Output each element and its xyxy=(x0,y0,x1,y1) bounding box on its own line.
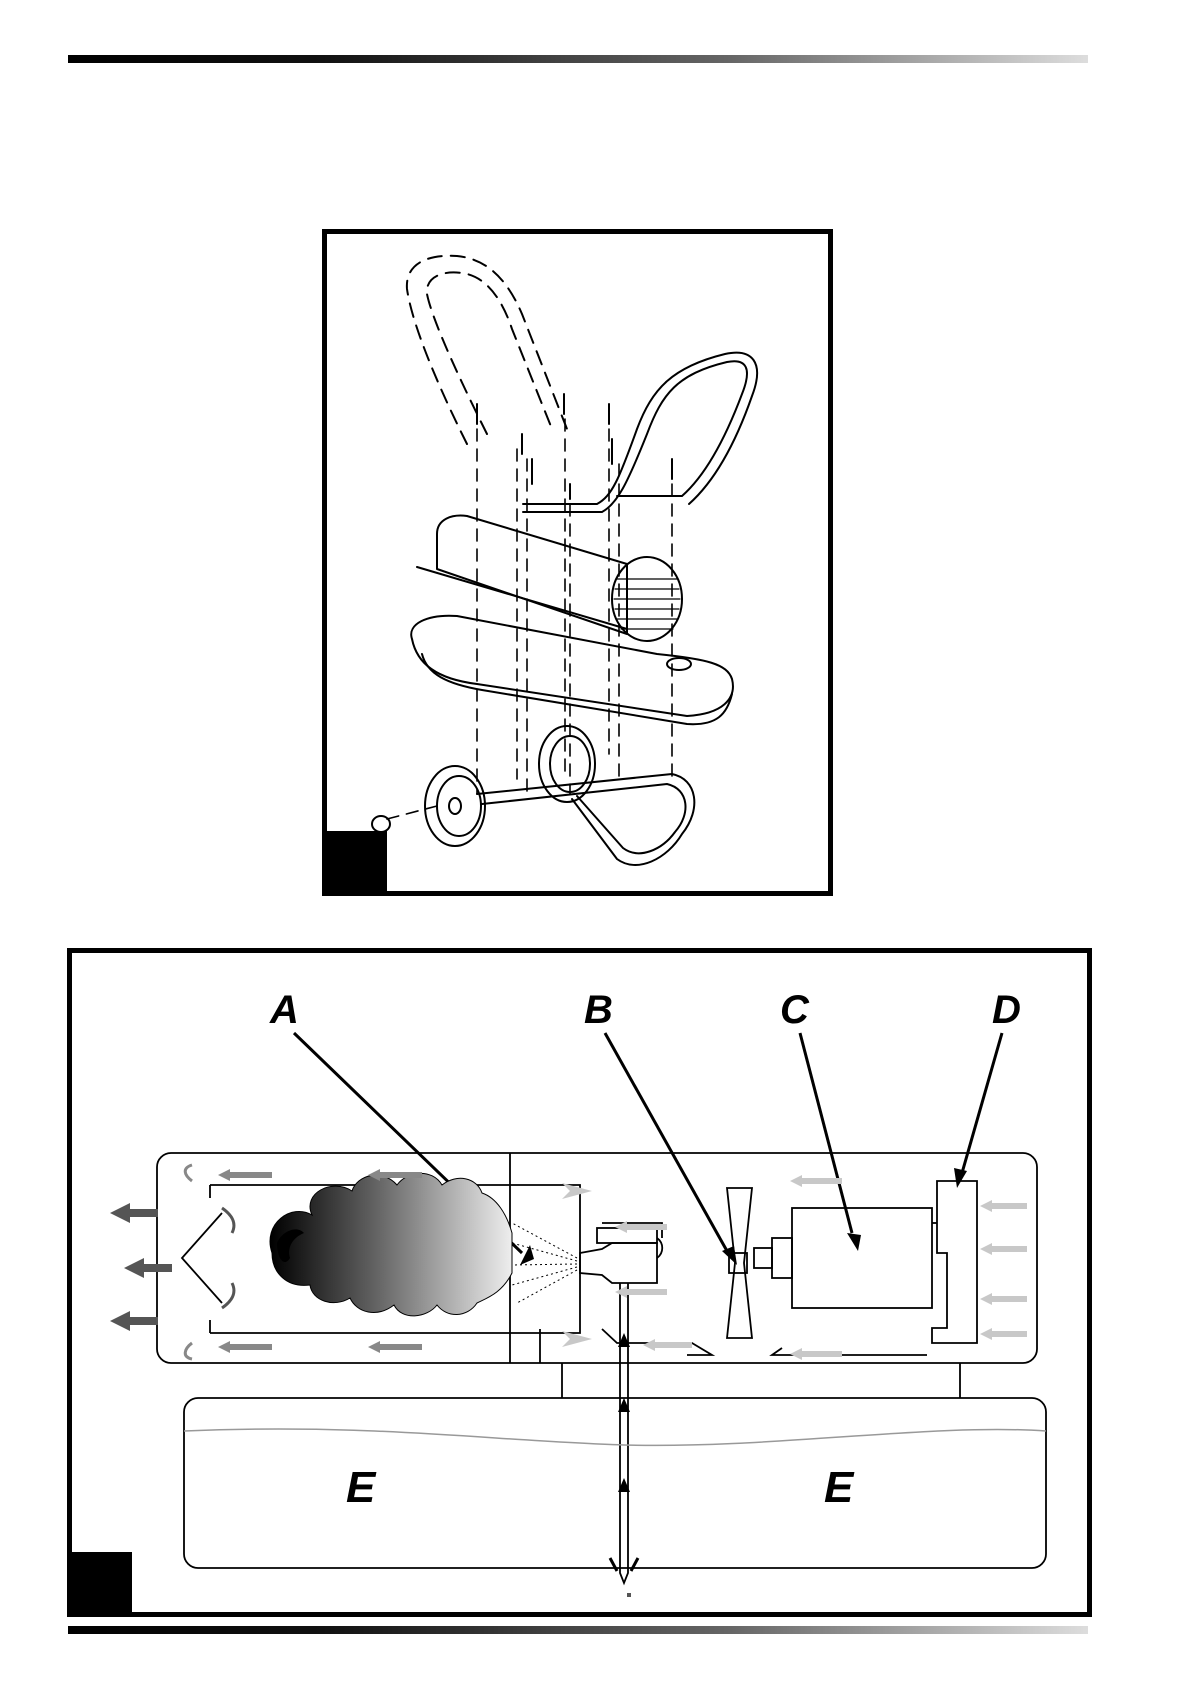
arrowhead-c xyxy=(847,1233,861,1251)
arrowhead-d xyxy=(954,1168,967,1188)
assembly-drawing xyxy=(327,234,828,891)
assembly-figure xyxy=(322,229,833,896)
figure-number-tab xyxy=(327,831,387,891)
fuel-level xyxy=(184,1429,1046,1445)
handle-ghost-inner xyxy=(427,272,552,434)
motor xyxy=(792,1208,932,1308)
control-box xyxy=(932,1181,977,1343)
label-c: C xyxy=(780,988,810,1032)
leader-d xyxy=(962,1033,1002,1173)
label-d: D xyxy=(992,988,1021,1032)
label-b: B xyxy=(584,988,613,1032)
figure-number-tab xyxy=(72,1552,132,1612)
heater-cutaway-diagram: A B C D E E xyxy=(72,953,1087,1612)
fuel-tank xyxy=(411,616,733,716)
heater-cutaway-figure: A B C D E E xyxy=(67,948,1092,1617)
label-e-left: E xyxy=(346,1463,377,1512)
wheel-frame xyxy=(477,774,694,865)
footer-rule xyxy=(68,1626,1088,1634)
wheel-cap xyxy=(372,816,390,832)
flame-deflector xyxy=(182,1213,222,1303)
fuel-line xyxy=(620,1283,628,1583)
flame xyxy=(270,1173,512,1316)
label-e-right: E xyxy=(824,1463,855,1512)
handle-ghost-outline xyxy=(407,256,567,444)
tank-cap xyxy=(667,658,691,670)
heater-cylinder xyxy=(437,516,627,634)
leader-c xyxy=(800,1033,852,1233)
nozzle-assembly xyxy=(580,1243,657,1283)
airflow-arrows xyxy=(110,1165,1027,1597)
leader-b xyxy=(605,1033,727,1251)
header-rule xyxy=(68,55,1088,63)
wheel-right xyxy=(539,726,595,802)
fuel-tank xyxy=(184,1398,1046,1568)
label-a: A xyxy=(269,988,299,1032)
fan-blade xyxy=(727,1188,752,1338)
